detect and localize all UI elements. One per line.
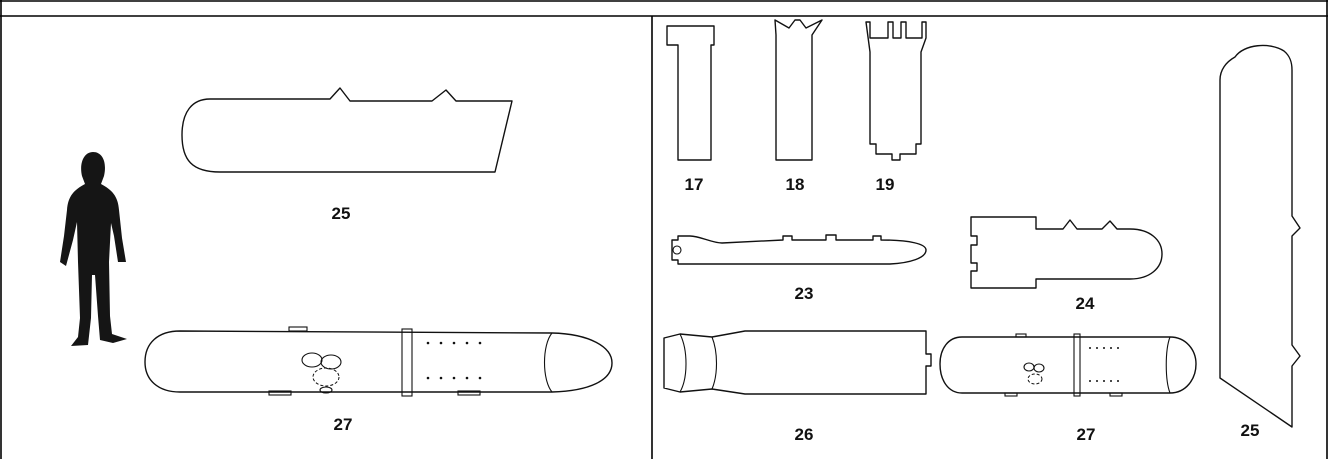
shape-25-large (181, 87, 513, 173)
shape-19 (865, 21, 927, 161)
label-24: 24 (1076, 294, 1095, 313)
shape-25-vertical (1219, 44, 1301, 428)
shape-27-small (939, 333, 1197, 397)
label-23: 23 (795, 284, 814, 303)
label-19: 19 (876, 175, 895, 194)
human-silhouette (60, 152, 127, 346)
shape-18 (774, 19, 823, 161)
shape-17 (666, 25, 715, 161)
left-label-27: 27 (334, 415, 353, 434)
shape-27-large (144, 326, 613, 397)
label-17: 17 (685, 175, 704, 194)
label-27: 27 (1077, 425, 1096, 444)
left-label-25: 25 (332, 204, 351, 223)
label-26: 26 (795, 425, 814, 444)
label-18: 18 (786, 175, 805, 194)
shape-26 (663, 330, 932, 395)
shape-24 (970, 216, 1163, 289)
label-25: 25 (1241, 421, 1260, 440)
dot-row (426, 341, 482, 380)
shape-23 (671, 234, 927, 265)
left-panel: 25 27 (60, 87, 613, 434)
right-panel: 17 18 19 23 24 26 (663, 19, 1301, 444)
